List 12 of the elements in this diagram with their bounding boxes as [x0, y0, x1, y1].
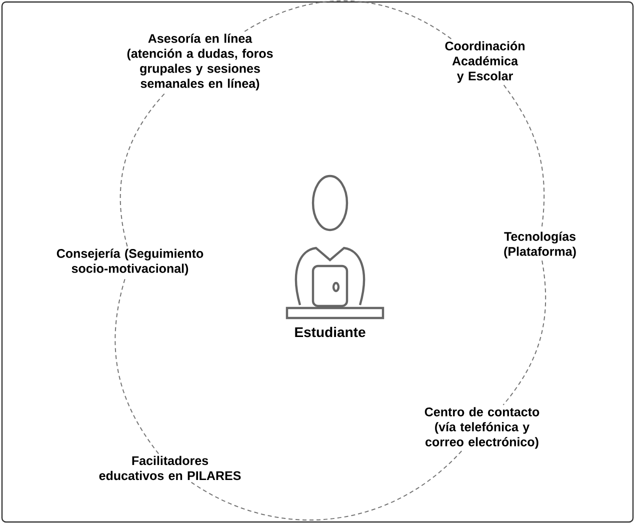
service-label: Coordinación Académica y Escolar — [445, 41, 524, 83]
dashed-arc — [120, 92, 166, 247]
dashed-arc — [190, 450, 462, 520]
center-label: Estudiante — [295, 326, 366, 338]
service-label: Consejería (Seguimiento socio-motivacional) — [56, 248, 204, 276]
dashed-arc — [114, 277, 160, 454]
service-label: Centro de contacto (vía telefónica y correo electrónico) — [424, 407, 540, 449]
service-label: Tecnologías (Plataforma) — [504, 232, 576, 258]
service-label: Asesoría en línea (atención a dudas, foros grupales y sesiones semanales en línea) — [127, 34, 273, 90]
dashed-arc — [244, 0, 452, 40]
dashed-arc — [502, 260, 546, 406]
service-label: Facilitadores educativos en PILARES — [99, 456, 241, 480]
